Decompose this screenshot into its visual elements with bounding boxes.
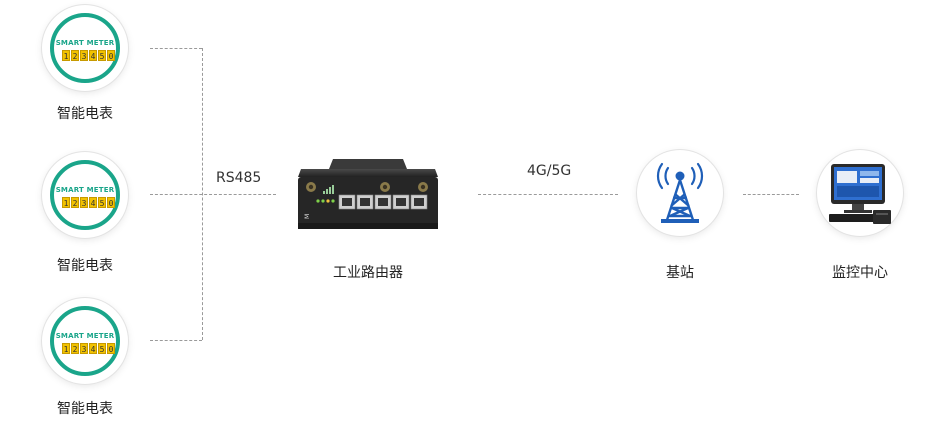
smart-meter-node-1: SMART METER 1 2 3 4 5 0 <box>42 5 128 91</box>
smart-meter-node-2: SMART METER 1 2 3 4 5 0 <box>42 152 128 238</box>
smart-meter-icon: SMART METER 1 2 3 4 5 0 <box>50 13 120 83</box>
meter-digit: 0 <box>107 343 115 354</box>
base-station-label: 基站 <box>666 265 694 281</box>
router-icon: M <box>295 157 441 231</box>
meter-digit: 2 <box>71 343 79 354</box>
meter-digit: 4 <box>89 50 97 61</box>
meter-digit: 5 <box>98 197 106 208</box>
svg-text:M: M <box>304 214 311 219</box>
meter-digit: 2 <box>71 197 79 208</box>
tower-to-monitor-connector <box>743 194 799 195</box>
meter-title: SMART METER <box>55 332 115 340</box>
meter-digits: 1 2 3 4 5 0 <box>62 343 115 354</box>
meter-label-3: 智能电表 <box>57 401 113 417</box>
monitor-center-node <box>817 150 903 236</box>
meter-digit: 5 <box>98 50 106 61</box>
monitor-center-label: 监控中心 <box>832 265 888 281</box>
meter-label-1: 智能电表 <box>57 106 113 122</box>
cellular-label: 4G/5G <box>527 163 572 179</box>
meter-digit: 2 <box>71 50 79 61</box>
meter-digit: 0 <box>107 197 115 208</box>
meter-digit: 4 <box>89 197 97 208</box>
meter-digits: 1 2 3 4 5 0 <box>62 50 115 61</box>
meter-digits: 1 2 3 4 5 0 <box>62 197 115 208</box>
meter2-connector <box>150 194 276 195</box>
meter-digit: 5 <box>98 343 106 354</box>
router-label: 工业路由器 <box>333 265 403 281</box>
router-graphic: M <box>298 159 438 229</box>
meter-digit: 3 <box>80 343 88 354</box>
smart-meter-icon: SMART METER 1 2 3 4 5 0 <box>50 306 120 376</box>
monitor-pc-icon <box>829 164 891 224</box>
meter-digit: 1 <box>62 50 70 61</box>
router-to-tower-connector <box>478 194 618 195</box>
meter-title: SMART METER <box>55 39 115 47</box>
smart-meter-icon: SMART METER 1 2 3 4 5 0 <box>50 160 120 230</box>
cell-tower-icon <box>656 162 704 223</box>
meter-digit: 0 <box>107 50 115 61</box>
meter-title: SMART METER <box>55 186 115 194</box>
meter-digit: 4 <box>89 343 97 354</box>
rs485-label: RS485 <box>216 170 262 186</box>
meter1-connector <box>150 48 202 49</box>
meter-digit: 3 <box>80 197 88 208</box>
meter-digit: 1 <box>62 343 70 354</box>
base-station-node <box>637 150 723 236</box>
meter-digit: 1 <box>62 197 70 208</box>
bus-connector <box>202 48 203 340</box>
meter-digit: 3 <box>80 50 88 61</box>
meter3-connector <box>150 340 202 341</box>
meter-label-2: 智能电表 <box>57 258 113 274</box>
smart-meter-node-3: SMART METER 1 2 3 4 5 0 <box>42 298 128 384</box>
